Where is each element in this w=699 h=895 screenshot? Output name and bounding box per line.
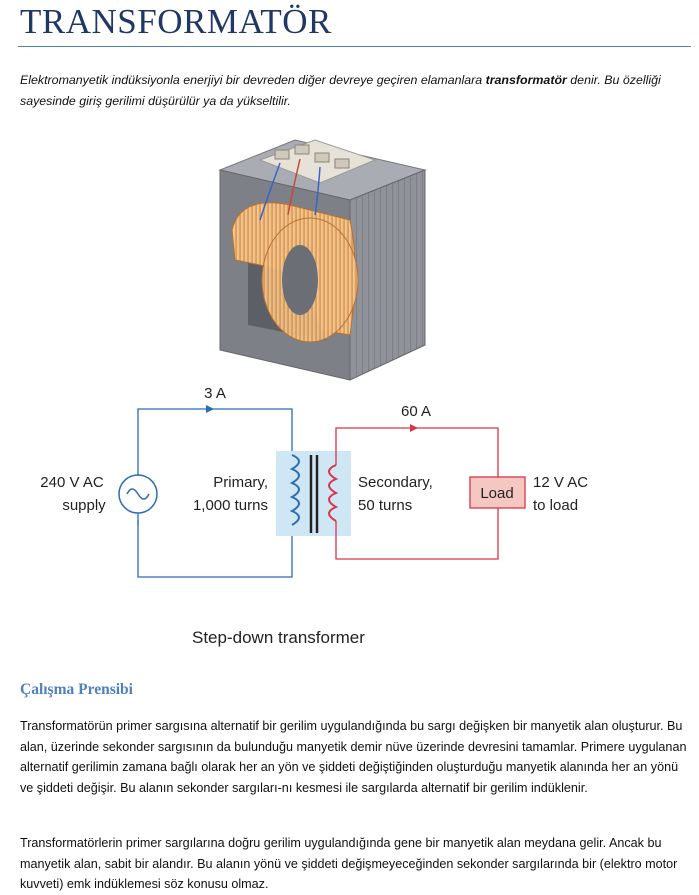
secondary-top-wire bbox=[335, 427, 499, 477]
secondary-current-arrow bbox=[410, 424, 418, 432]
supply-voltage-label: 240 V AC bbox=[40, 474, 104, 491]
title-underline bbox=[18, 46, 691, 47]
primary-current-label: 3 A bbox=[204, 385, 226, 402]
secondary-turns-label: 50 turns bbox=[358, 497, 412, 514]
paragraph-2: Transformatörlerin primer sargılarına do… bbox=[20, 836, 678, 891]
secondary-bottom-wire bbox=[335, 508, 499, 560]
section-title: Çalışma Prensibi bbox=[20, 681, 133, 698]
primary-top-wire bbox=[137, 408, 293, 525]
primary-label: Primary, bbox=[213, 474, 268, 491]
primary-current-arrow bbox=[206, 405, 214, 413]
intro-text-end: denir. Bu özelliği sayesinde giriş geril… bbox=[20, 73, 661, 108]
secondary-coil-icon bbox=[328, 464, 339, 522]
transformer-illustration bbox=[218, 139, 427, 381]
output-voltage-label: 12 V AC bbox=[533, 474, 588, 491]
intro-bold-term: transformatör bbox=[485, 73, 567, 87]
intro-paragraph: Elektromanyetik indüksiyonla enerjiyi bi… bbox=[20, 70, 685, 112]
secondary-current-label: 60 A bbox=[401, 403, 431, 420]
transformer-core-area bbox=[276, 451, 351, 536]
primary-turns-label: 1,000 turns bbox=[193, 497, 268, 514]
output-label: to load bbox=[533, 497, 578, 514]
supply-label: supply bbox=[62, 497, 106, 514]
load-box bbox=[469, 476, 526, 509]
sine-wave-icon bbox=[126, 488, 150, 500]
paragraph-1: Transformatörün primer sargısına alterna… bbox=[20, 719, 687, 795]
intro-text-start: Elektromanyetik indüksiyonla enerjiyi bi… bbox=[20, 73, 486, 87]
primary-bottom-wire bbox=[137, 520, 293, 578]
diagram-caption: Step-down transformer bbox=[192, 628, 365, 647]
primary-coil-icon bbox=[289, 454, 300, 526]
page-title: TRANSFORMATÖR bbox=[20, 2, 332, 41]
load-label: Load bbox=[480, 485, 513, 502]
secondary-label: Secondary, bbox=[358, 474, 433, 491]
step-down-circuit-diagram: 3 A 60 A 240 V AC supply Primary, 1,000 … bbox=[40, 385, 588, 647]
